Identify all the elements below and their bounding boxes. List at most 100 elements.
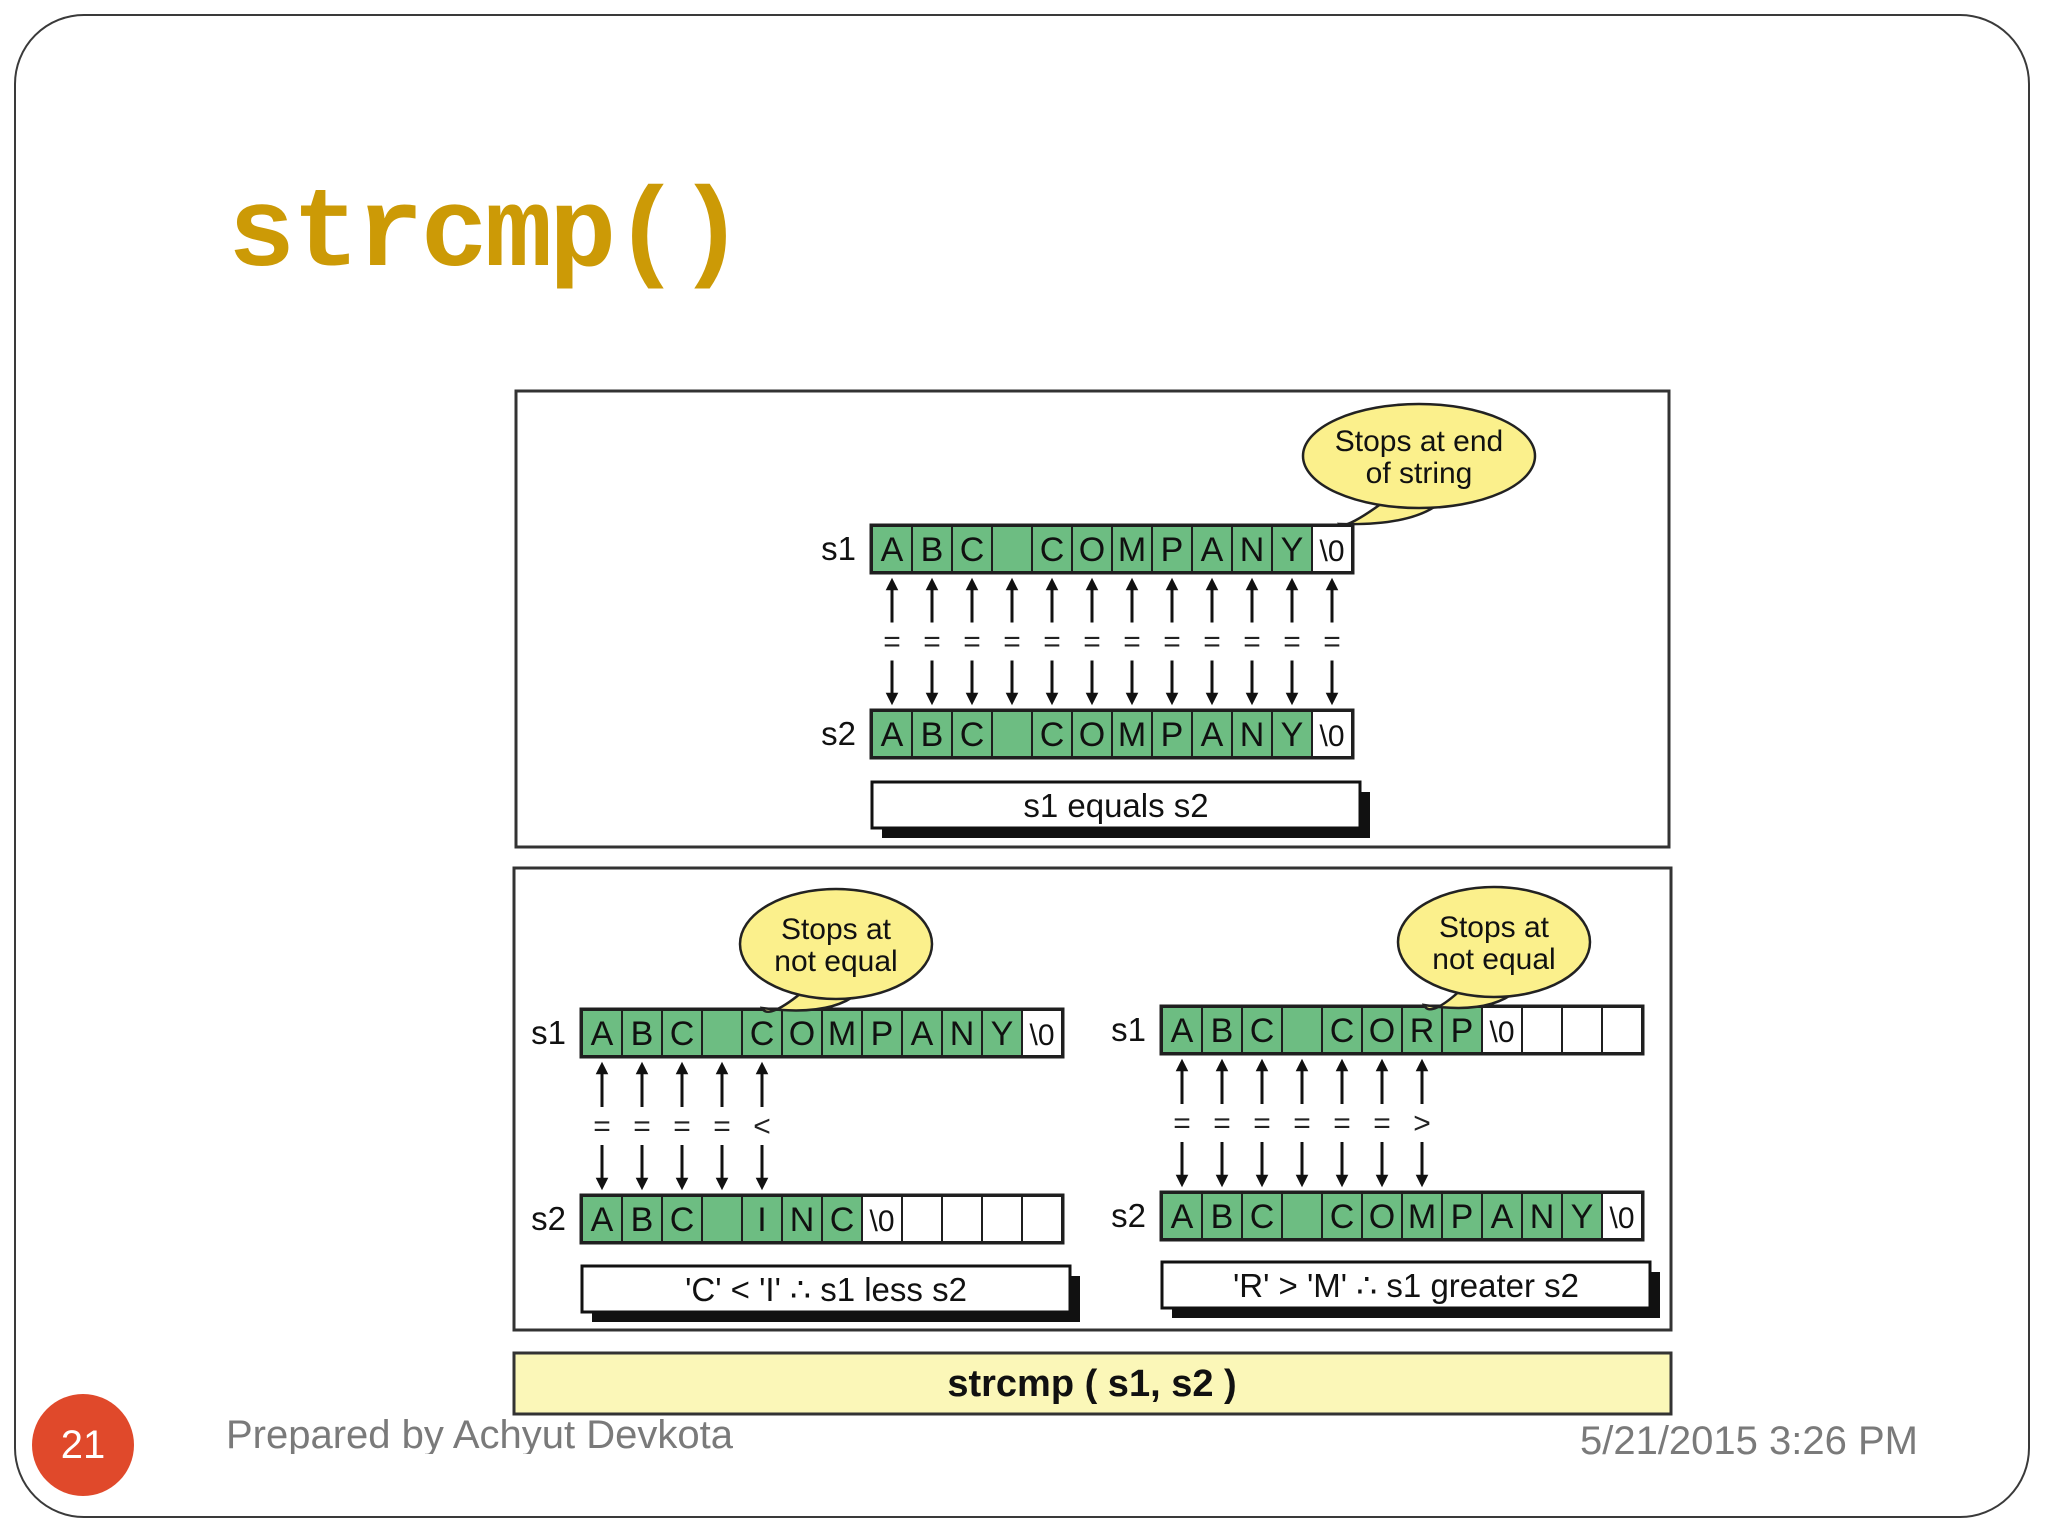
slide-number: 21 [32, 1394, 134, 1496]
comparison-symbol: = [1163, 626, 1181, 659]
s2-label: s2 [1111, 1197, 1146, 1234]
s1-label: s1 [531, 1014, 566, 1051]
result-text: s1 equals s2 [1023, 787, 1208, 824]
comparison-symbol: = [1123, 626, 1141, 659]
comparison-symbol: = [1213, 1107, 1231, 1140]
cell-char: I [757, 1201, 766, 1239]
comparison-symbol: = [633, 1110, 651, 1143]
string-cell [781, 1009, 823, 1057]
caption-bar [512, 1351, 1673, 1416]
string-cell [981, 1195, 1023, 1243]
comparison-symbol: > [1413, 1107, 1431, 1140]
string-outline [579, 1193, 1065, 1245]
string-cell [701, 1009, 743, 1057]
result-box [870, 780, 1362, 830]
callout-text: Stops at end [1335, 425, 1503, 458]
cell-char: P [1451, 1012, 1474, 1050]
cell-char: Y [1281, 531, 1304, 569]
cell-char: P [1161, 531, 1184, 569]
footer-author: Prepared by Achyut Devkota [226, 1413, 733, 1454]
cell-char: C [750, 1015, 775, 1053]
cell-char: M [828, 1015, 856, 1053]
comparison-symbol: = [1293, 1107, 1311, 1140]
cell-char: N [790, 1201, 815, 1239]
string-cell [1441, 1006, 1483, 1054]
cell-char: \0 [1029, 1019, 1054, 1052]
callout-bubble [738, 887, 934, 1001]
string-cell [1281, 1006, 1323, 1054]
cell-char: P [871, 1015, 894, 1053]
string-outline [1159, 1190, 1645, 1242]
string-cell [1561, 1006, 1603, 1054]
panel-bottom-frame [512, 866, 1673, 1332]
string-cell [1031, 525, 1073, 573]
cell-char: C [1330, 1012, 1355, 1050]
comparison-symbol: = [673, 1110, 691, 1143]
callout-text: Stops at [1439, 911, 1550, 944]
callout-text: Stops at [781, 913, 892, 946]
string-outline [1159, 1004, 1645, 1056]
string-cell [981, 1009, 1023, 1057]
string-cell [901, 1195, 943, 1243]
string-cell [1241, 1006, 1283, 1054]
s2-label: s2 [821, 715, 856, 752]
result-box [580, 1264, 1072, 1314]
s1-label: s1 [821, 530, 856, 567]
cell-char: C [670, 1015, 695, 1053]
cell-char: O [789, 1015, 815, 1053]
string-cell [1561, 1192, 1603, 1240]
comparison-symbol: = [1373, 1107, 1391, 1140]
comparison-symbol: = [1323, 626, 1341, 659]
cell-char: Y [991, 1015, 1014, 1053]
cell-char: A [1171, 1198, 1194, 1236]
string-cell [701, 1195, 743, 1243]
cell-char: N [1530, 1198, 1555, 1236]
cell-char: \0 [1319, 720, 1344, 753]
cell-char: M [1118, 531, 1146, 569]
cell-char: C [670, 1201, 695, 1239]
cell-char: Y [1281, 716, 1304, 754]
cell-char: A [1201, 531, 1224, 569]
string-cell [1021, 1195, 1063, 1243]
string-cell [1601, 1006, 1643, 1054]
cell-char: O [1079, 531, 1105, 569]
comparison-symbol: = [1203, 626, 1221, 659]
comparison-symbol: = [883, 626, 901, 659]
comparison-symbol: = [1083, 626, 1101, 659]
cell-char: C [1330, 1198, 1355, 1236]
comparison-symbol: = [963, 626, 981, 659]
cell-char: N [1240, 531, 1265, 569]
cell-char: C [960, 531, 985, 569]
comparison-symbol: = [1253, 1107, 1271, 1140]
cell-char: B [1211, 1012, 1234, 1050]
string-cell [1281, 1192, 1323, 1240]
callout-text: of string [1366, 457, 1473, 490]
string-outline [869, 523, 1355, 575]
string-cell [661, 1195, 703, 1243]
cell-char: \0 [869, 1205, 894, 1238]
string-cell [1151, 525, 1193, 573]
result-text: 'R' > 'M' ∴ s1 greater s2 [1233, 1267, 1579, 1304]
cell-char: O [1079, 716, 1105, 754]
cell-char: A [591, 1015, 614, 1053]
cell-char: C [1250, 1198, 1275, 1236]
string-cell [1111, 525, 1153, 573]
comparison-symbol: = [1173, 1107, 1191, 1140]
callout-text: not equal [1432, 943, 1555, 976]
string-cell [941, 1195, 983, 1243]
comparison-symbol: = [1043, 626, 1061, 659]
cell-char: C [830, 1201, 855, 1239]
s1-label: s1 [1111, 1011, 1146, 1048]
string-cell [1201, 1006, 1243, 1054]
cell-char: A [911, 1015, 934, 1053]
string-cell [991, 525, 1033, 573]
cell-char: R [1410, 1012, 1435, 1050]
